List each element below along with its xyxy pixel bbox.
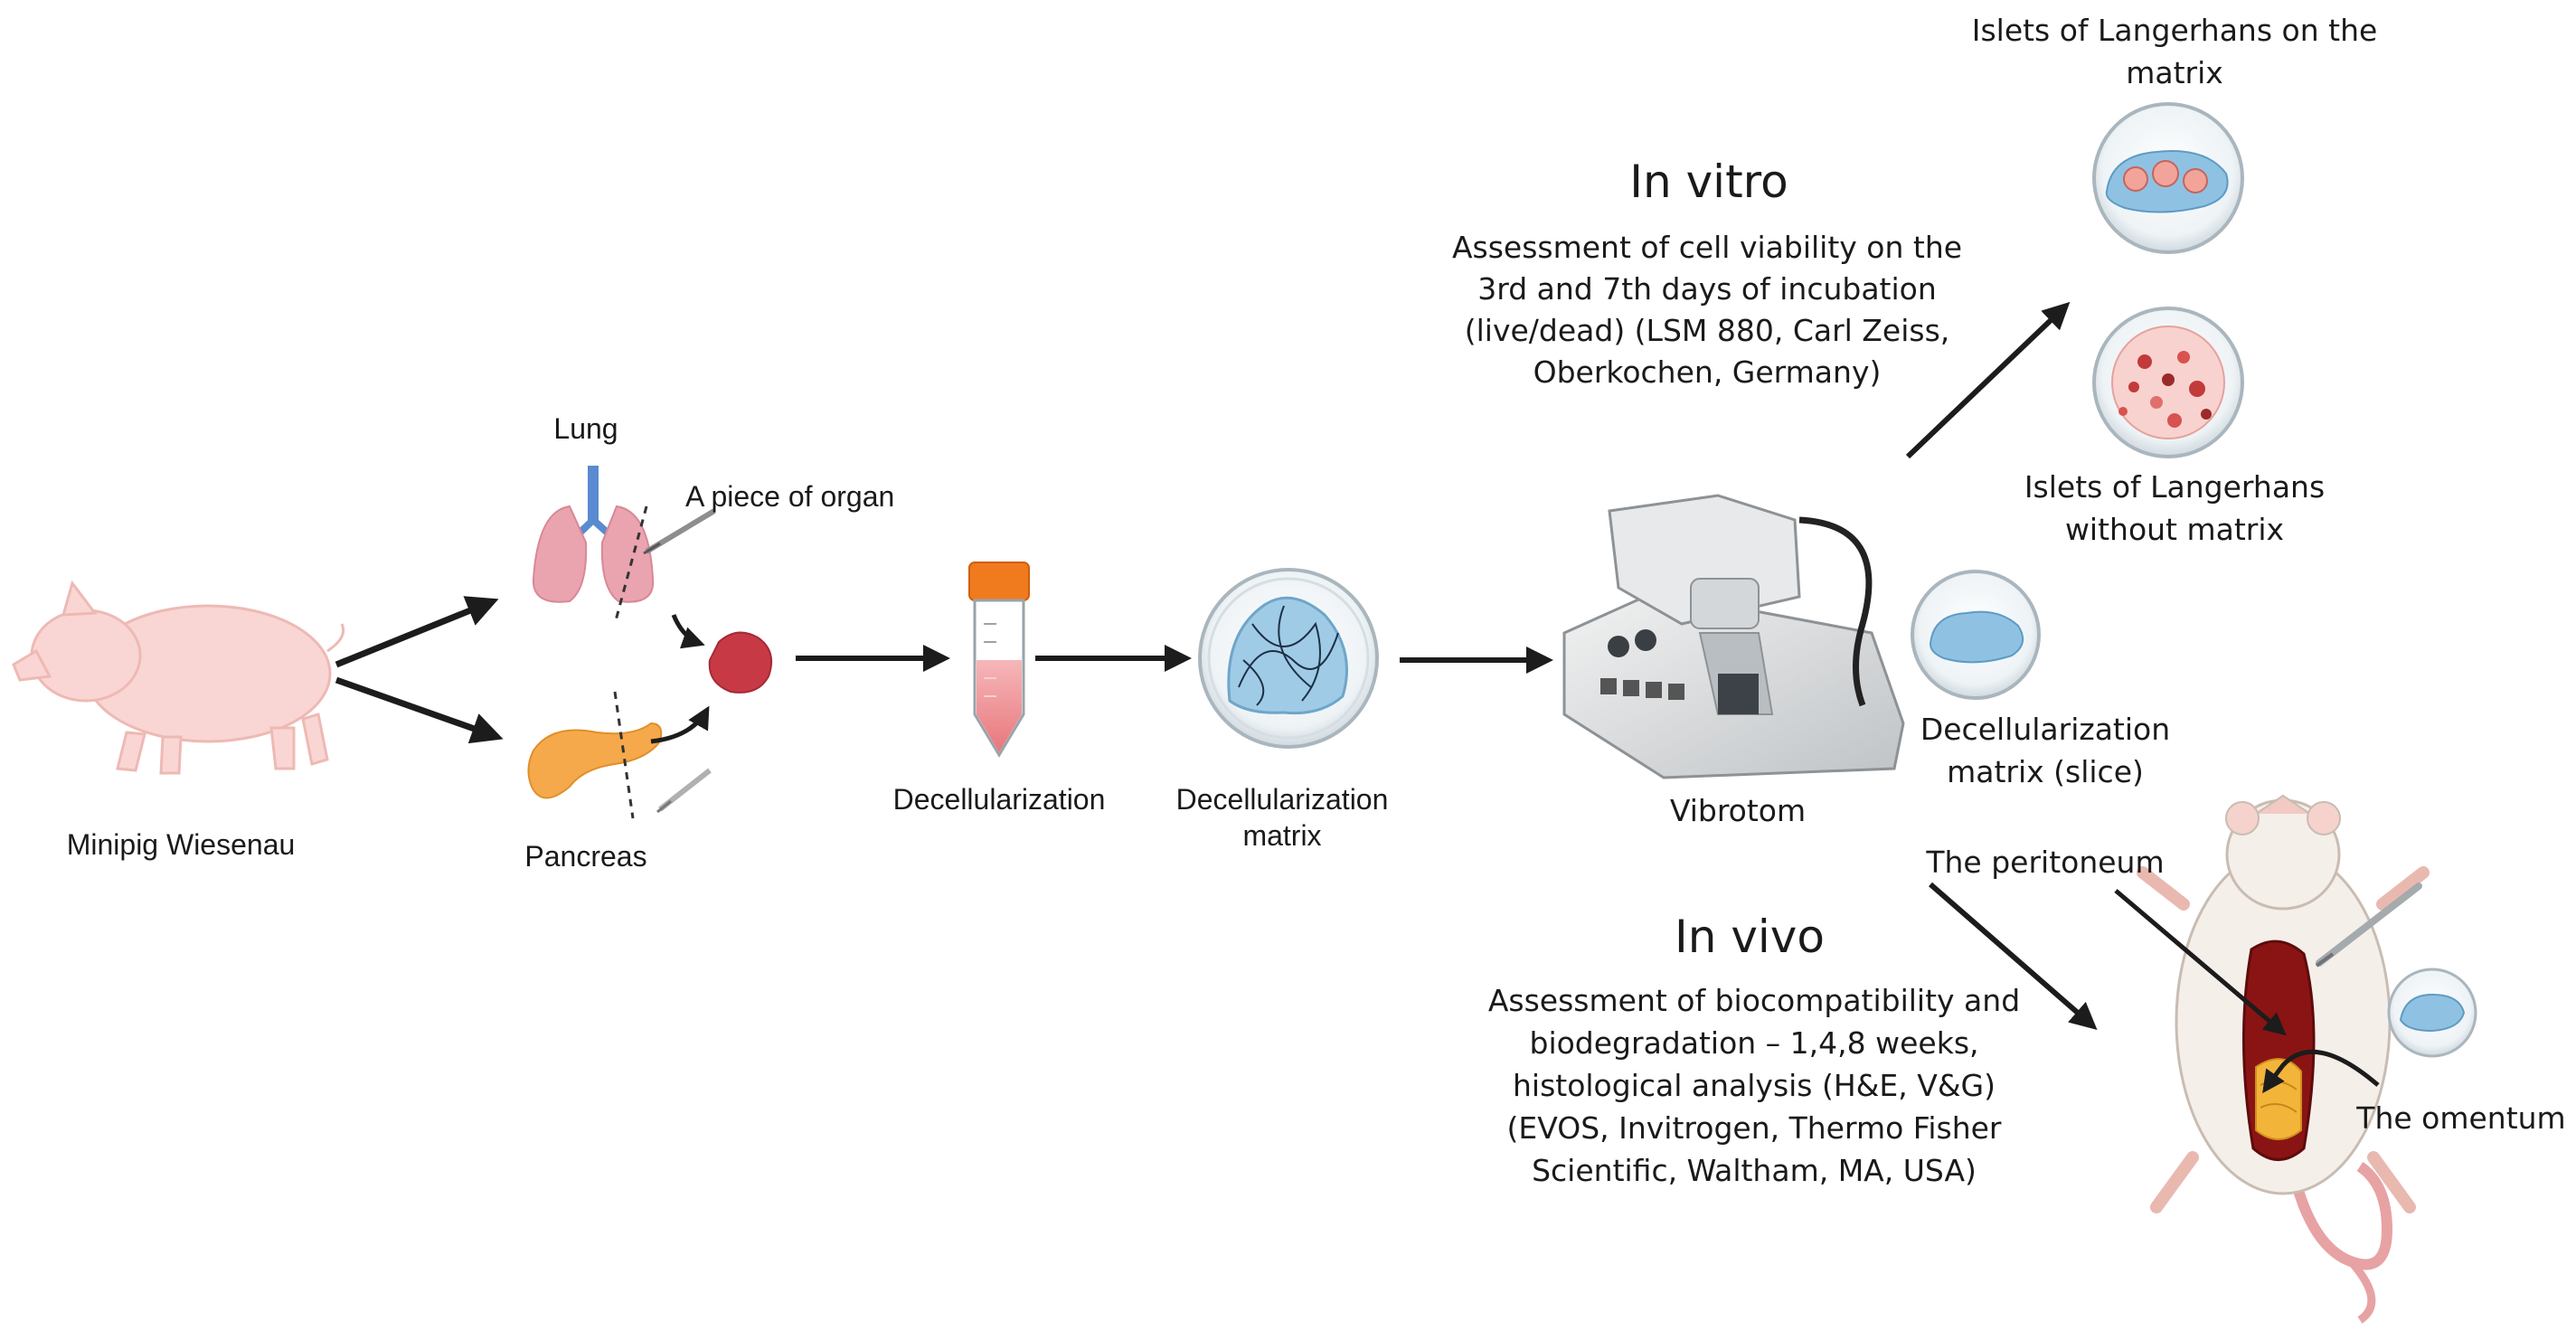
islets-on-matrix-label-line2: matrix — [2126, 55, 2223, 90]
arrow-pancreas-to-piece — [650, 705, 710, 744]
cut-line-lung — [613, 505, 648, 625]
implant-dish-icon — [2387, 968, 2477, 1058]
islets-without-matrix-label-line1: Islets of Langerhans — [2024, 469, 2325, 505]
matrix-slice-dish — [1911, 570, 2041, 700]
in-vivo-line1: Assessment of biocompatibility and — [1488, 983, 2020, 1018]
organ-piece-illustration — [708, 631, 772, 694]
decellularization-label: Decellularization — [893, 783, 1106, 816]
islets-on-matrix-dish — [2092, 102, 2244, 254]
arrow-pig-to-lung — [335, 596, 499, 668]
decellularization-matrix-dish — [1198, 568, 1379, 749]
slice-label-line2: matrix (slice) — [1947, 754, 2144, 789]
peritoneum-label: The peritoneum — [1925, 845, 2164, 880]
matrix-label-line1: Decellularization — [1176, 783, 1389, 816]
in-vitro-line4: Oberkochen, Germany) — [1533, 354, 1882, 390]
forceps-icon — [2315, 883, 2422, 968]
arrow-pig-to-pancreas — [335, 676, 504, 744]
rat-illustration — [2137, 794, 2430, 1324]
islets-on-matrix-label-line1: Islets of Langerhans on the — [1972, 13, 2378, 48]
arrow-to-in-vivo — [1929, 882, 2098, 1030]
in-vivo-line4: (EVOS, Invitrogen, Thermo Fisher — [1507, 1110, 2002, 1146]
in-vivo-line3: histological analysis (H&E, V&G) — [1513, 1068, 1996, 1103]
lung-label: Lung — [553, 412, 618, 445]
omentum-label: The omentum — [2355, 1100, 2565, 1136]
in-vivo-line2: biodegradation – 1,4,8 weeks, — [1530, 1025, 1979, 1061]
scalpel-icon-pancreas — [656, 768, 712, 814]
islets-without-matrix-dish — [2092, 307, 2244, 458]
arrow-lung-to-piece — [671, 614, 705, 649]
scalpel-icon-lung — [643, 508, 716, 555]
pig-label: Minipig Wiesenau — [67, 828, 296, 861]
in-vitro-line2: 3rd and 7th days of incubation — [1477, 271, 1937, 307]
vibrotom-illustration — [1562, 494, 1905, 779]
slice-label-line1: Decellularization — [1920, 712, 2170, 747]
in-vitro-title: In vitro — [1629, 156, 1788, 208]
minipig-illustration — [12, 580, 345, 775]
arrow-to-in-vitro — [1905, 301, 2071, 459]
arrow-omentum — [2262, 1049, 2380, 1094]
in-vivo-title: In vivo — [1675, 911, 1825, 963]
in-vivo-line5: Scientific, Waltham, MA, USA) — [1532, 1153, 1977, 1188]
pancreas-illustration — [527, 722, 663, 799]
vibrotom-label: Vibrotom — [1670, 793, 1806, 828]
in-vitro-line3: (live/dead) (LSM 880, Carl Zeiss, — [1465, 313, 1950, 348]
islets-without-matrix-label-line2: without matrix — [2065, 512, 2284, 547]
piece-of-organ-label: A piece of organ — [685, 480, 894, 513]
falcon-tube-illustration — [968, 562, 1030, 758]
arrow-peritoneum — [2114, 889, 2287, 1036]
matrix-label-line2: matrix — [1242, 819, 1321, 852]
pancreas-label: Pancreas — [524, 840, 646, 873]
in-vitro-line1: Assessment of cell viability on the — [1452, 230, 1962, 265]
lung-illustration — [532, 466, 655, 603]
